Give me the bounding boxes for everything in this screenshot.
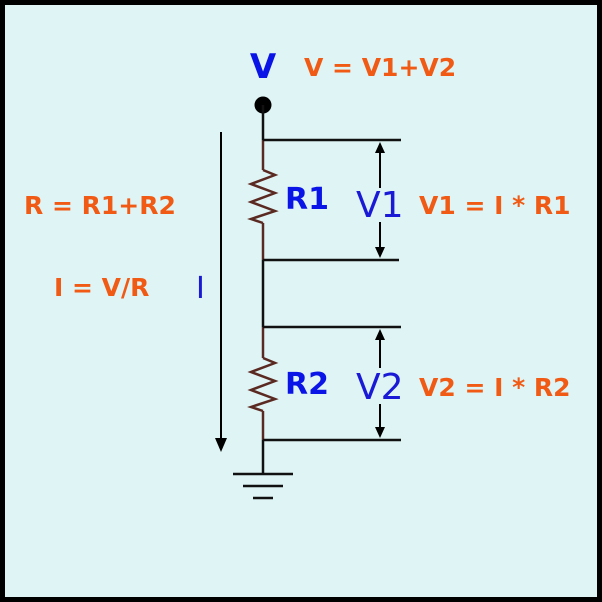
- total-resistance-equation: R = R1+R2: [24, 191, 176, 220]
- v2-equation: V2 = I * R2: [419, 373, 571, 402]
- v2-label: V2: [356, 367, 404, 408]
- current-label: I: [196, 271, 205, 306]
- current-equation: I = V/R: [54, 273, 149, 302]
- voltage-node-label: V: [250, 47, 277, 87]
- v1-equation: V1 = I * R1: [419, 191, 571, 220]
- resistor-r2: [247, 327, 279, 440]
- v1-label: V1: [356, 185, 404, 226]
- r1-label: R1: [285, 182, 329, 217]
- total-voltage-equation: V = V1+V2: [304, 53, 456, 82]
- resistor-r1: [247, 140, 279, 260]
- r2-label: R2: [285, 367, 329, 402]
- current-arrow: [215, 132, 227, 452]
- ground-symbol: [233, 472, 293, 500]
- v1-span-arrow: [375, 142, 385, 258]
- v2-span-arrow: [375, 329, 385, 438]
